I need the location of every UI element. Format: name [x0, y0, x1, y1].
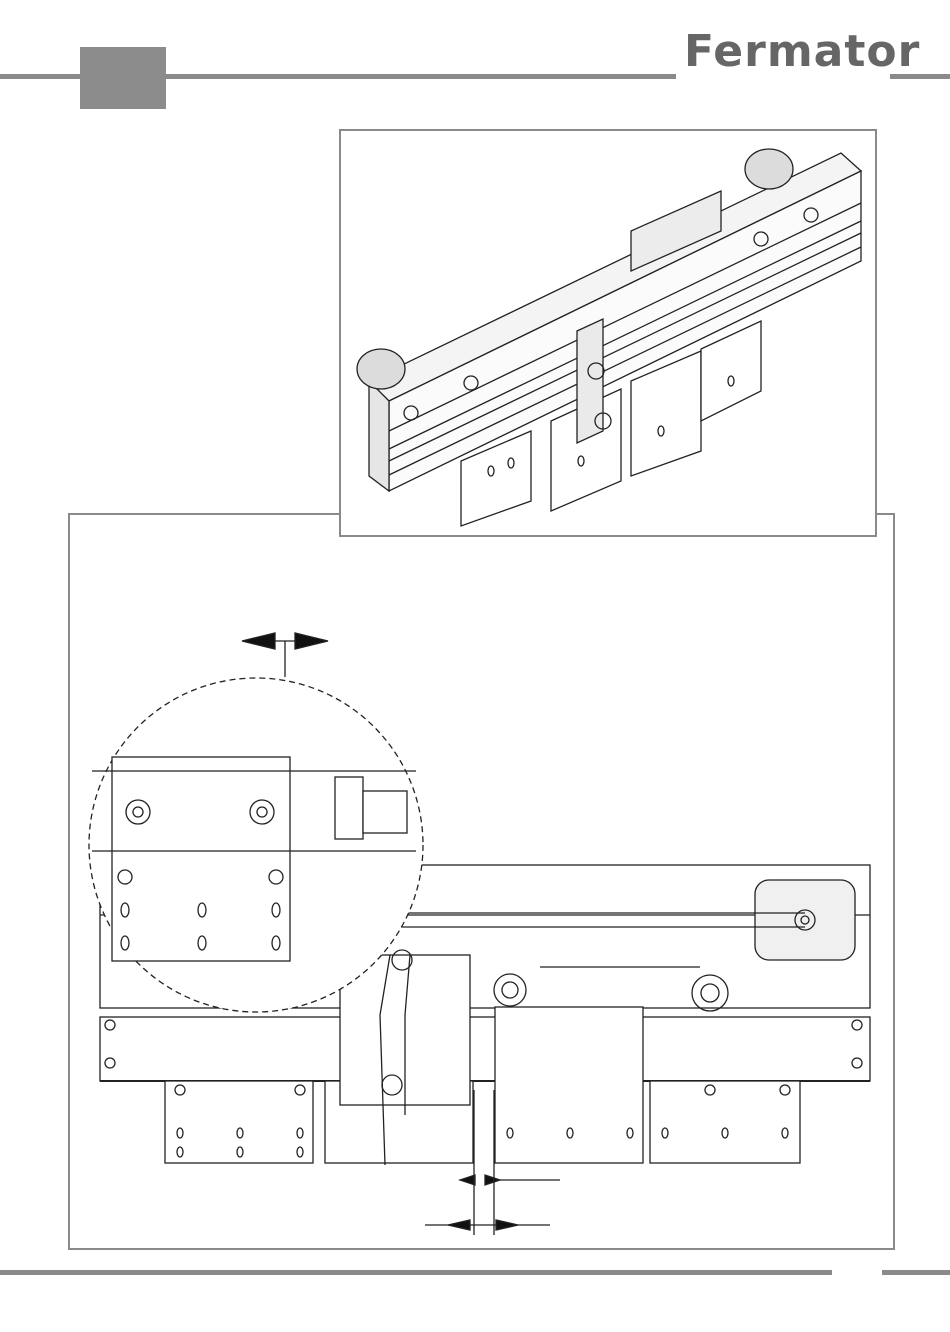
footer-rule-right: [882, 1270, 950, 1275]
overview-drawing: [341, 131, 875, 535]
footer-rule-left: [0, 1270, 832, 1275]
brand-logo: Fermator: [684, 30, 920, 74]
detail-drawing: [70, 515, 893, 1248]
chapter-tab: [80, 47, 166, 109]
overview-figure: [339, 129, 877, 537]
detail-figure: [70, 515, 893, 1248]
